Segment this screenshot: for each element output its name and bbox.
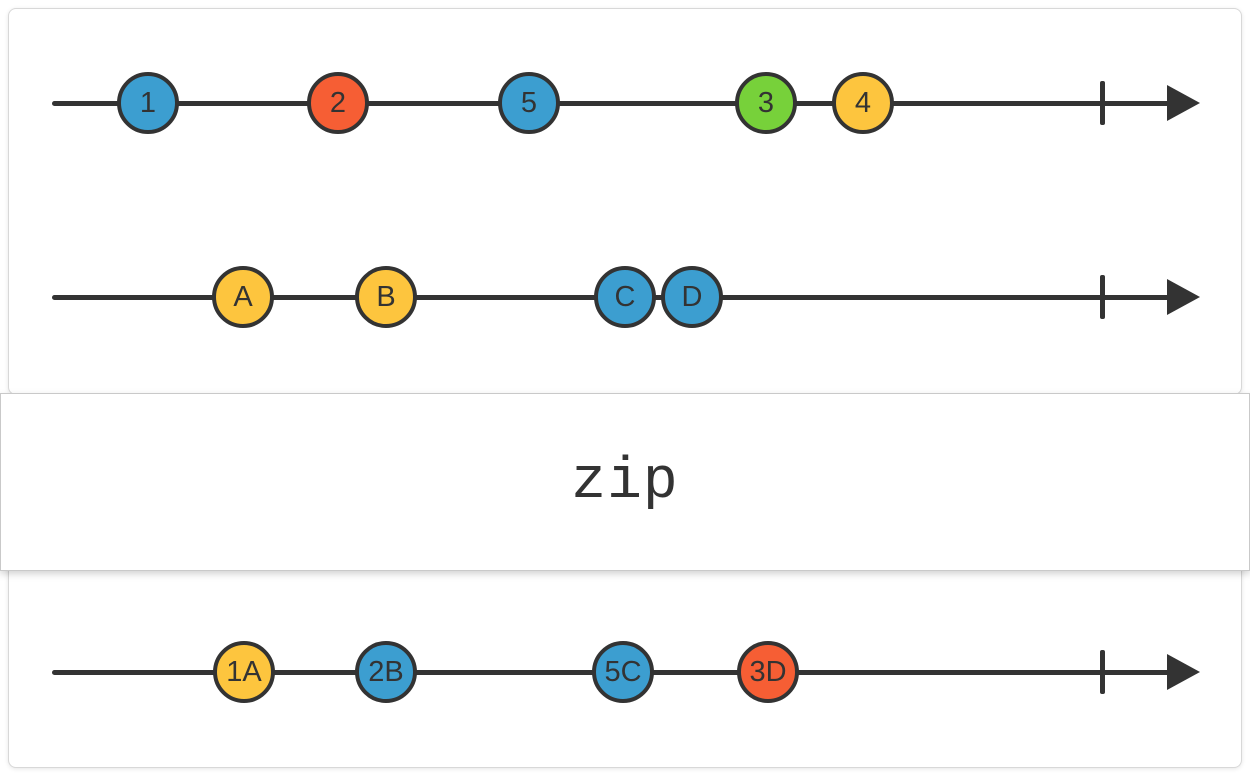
operator-label: zip bbox=[571, 449, 679, 515]
marble-A[interactable]: A bbox=[212, 266, 274, 328]
arrow-head-icon bbox=[1167, 85, 1200, 121]
marble-2[interactable]: 2 bbox=[307, 72, 369, 134]
marble-D[interactable]: D bbox=[661, 266, 723, 328]
complete-tick[interactable] bbox=[1099, 275, 1105, 319]
marble-4[interactable]: 4 bbox=[832, 72, 894, 134]
operator-box: zip bbox=[0, 393, 1250, 571]
marble-2B: 2B bbox=[355, 641, 417, 703]
input-streams-panel bbox=[8, 8, 1242, 395]
marble-C[interactable]: C bbox=[594, 266, 656, 328]
marble-3[interactable]: 3 bbox=[735, 72, 797, 134]
complete-tick[interactable] bbox=[1099, 81, 1105, 125]
timeline-line bbox=[52, 100, 1172, 106]
marble-5[interactable]: 5 bbox=[498, 72, 560, 134]
marble-5C: 5C bbox=[592, 641, 654, 703]
complete-tick bbox=[1099, 650, 1105, 694]
marble-1A: 1A bbox=[213, 641, 275, 703]
marble-B[interactable]: B bbox=[355, 266, 417, 328]
arrow-head-icon bbox=[1167, 279, 1200, 315]
marble-1[interactable]: 1 bbox=[117, 72, 179, 134]
arrow-head-icon bbox=[1167, 654, 1200, 690]
marble-3D: 3D bbox=[737, 641, 799, 703]
